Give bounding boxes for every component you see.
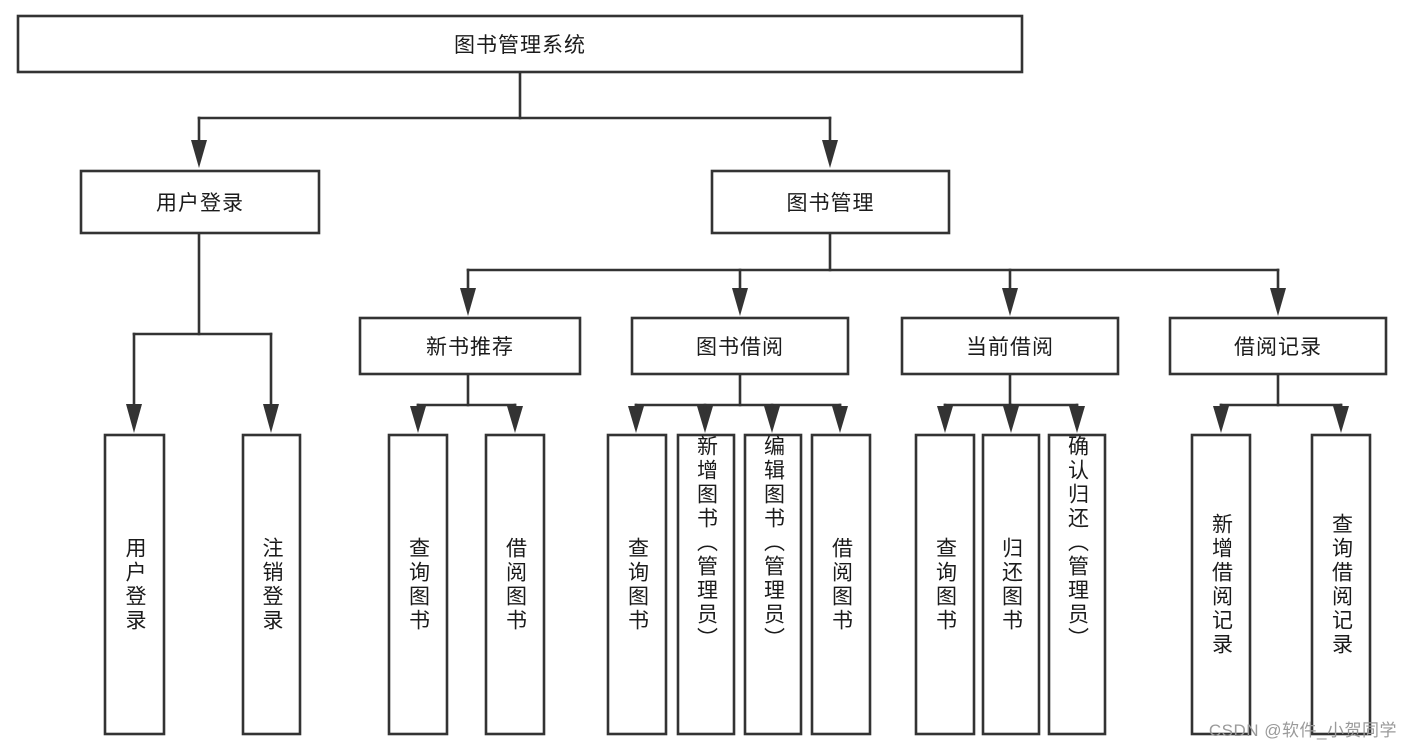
arrow-head-leaf-borrow-book-1 <box>507 406 523 433</box>
arrow-head-leaf-logout-login <box>263 404 279 433</box>
arrow-head-leaf-query-book-3 <box>937 406 953 433</box>
arrow-head-leaf-add-book-admin <box>697 406 713 433</box>
node-box-leaf-query-book-3[interactable] <box>914 433 976 736</box>
arrow-head-leaf-add-borrow-record <box>1213 406 1229 433</box>
connector-root-to-level2 <box>191 70 838 168</box>
node-box-current-borrow[interactable] <box>900 316 1120 376</box>
node-box-leaf-borrow-book-2[interactable] <box>810 433 872 736</box>
connector-book-borrow-to-leaves <box>628 372 848 433</box>
arrow-head-leaf-query-borrow-record <box>1333 406 1349 433</box>
node-box-user-login[interactable] <box>79 169 321 235</box>
connector-current-borrow-to-leaves <box>937 372 1085 433</box>
node-box-leaf-return-book[interactable] <box>981 433 1041 736</box>
connector-borrow-record-to-leaves <box>1213 372 1349 433</box>
node-box-new-book-recommend[interactable] <box>358 316 582 376</box>
arrow-head-leaf-query-book-2 <box>628 406 644 433</box>
node-box-leaf-confirm-return-admin[interactable] <box>1047 433 1107 736</box>
arrow-head-leaf-edit-book-admin <box>764 406 780 433</box>
node-box-leaf-add-borrow-record[interactable] <box>1190 433 1252 736</box>
arrow-head-leaf-return-book <box>1003 406 1019 433</box>
node-box-book-manage[interactable] <box>710 169 951 235</box>
node-box-leaf-add-book-admin[interactable] <box>676 433 736 736</box>
node-box-root[interactable] <box>16 14 1024 74</box>
node-box-leaf-borrow-book-1[interactable] <box>484 433 546 736</box>
connector-new-book-recommend-to-leaves <box>410 372 523 433</box>
arrow-head-book-borrow <box>732 288 748 316</box>
node-box-leaf-edit-book-admin[interactable] <box>743 433 803 736</box>
arrow-head-book-manage <box>822 140 838 168</box>
arrow-head-new-book-recommend <box>460 288 476 316</box>
node-box-leaf-query-book-2[interactable] <box>606 433 668 736</box>
connector-user-login-to-leaves <box>126 231 279 433</box>
connector-book-manage-to-level3 <box>460 231 1286 316</box>
arrow-head-leaf-confirm-return-admin <box>1069 406 1085 433</box>
node-box-borrow-record[interactable] <box>1168 316 1388 376</box>
arrow-head-leaf-query-book-1 <box>410 406 426 433</box>
arrow-head-leaf-borrow-book-2 <box>832 406 848 433</box>
node-box-leaf-logout-login[interactable] <box>241 433 302 736</box>
node-box-book-borrow[interactable] <box>630 316 850 376</box>
arrow-head-user-login <box>191 140 207 168</box>
node-box-leaf-query-book-1[interactable] <box>387 433 449 736</box>
arrow-head-borrow-record <box>1270 288 1286 316</box>
node-box-leaf-query-borrow-record[interactable] <box>1310 433 1372 736</box>
csdn-watermark: CSDN @软件_小贺同学 <box>1208 721 1397 740</box>
arrow-head-leaf-user-login <box>126 404 142 433</box>
node-box-leaf-user-login[interactable] <box>103 433 166 736</box>
arrow-head-current-borrow <box>1002 288 1018 316</box>
